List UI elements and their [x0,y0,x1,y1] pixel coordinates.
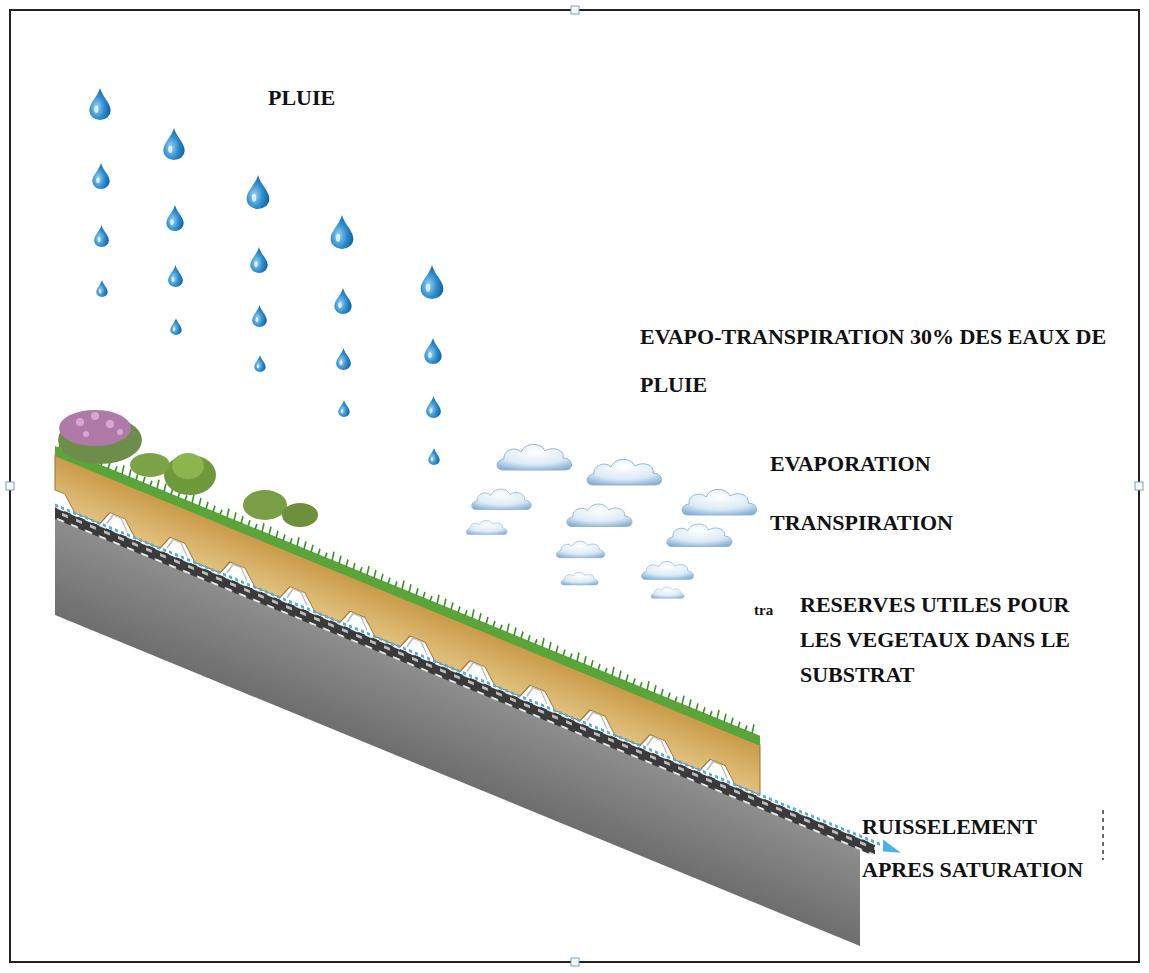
transpiration-label: TRANSPIRATION [770,508,953,538]
runoff-line [55,505,885,846]
water-reserve-label: RESERVES UTILES POUR LES VEGETAUX DANS L… [800,587,1100,692]
rain-label: PLUIE [268,83,335,113]
rain-drops [89,88,443,465]
frame [10,10,1139,962]
substrate [55,455,760,795]
vapour-clouds [466,444,756,598]
plants [58,410,318,527]
drainage-layer [55,507,875,856]
runoff-label: RUISSELEMENT APRES SATURATION [862,805,1092,891]
evaporation-label: EVAPORATION [770,449,931,479]
fragment-text: tra [754,600,773,620]
runoff-arrowhead [883,839,901,858]
evapotranspiration-note: EVAPO-TRANSPIRATION 30% DES EAUX DE PLUI… [640,313,1140,409]
frame-handles [6,6,1143,966]
grass-layer [55,446,760,746]
